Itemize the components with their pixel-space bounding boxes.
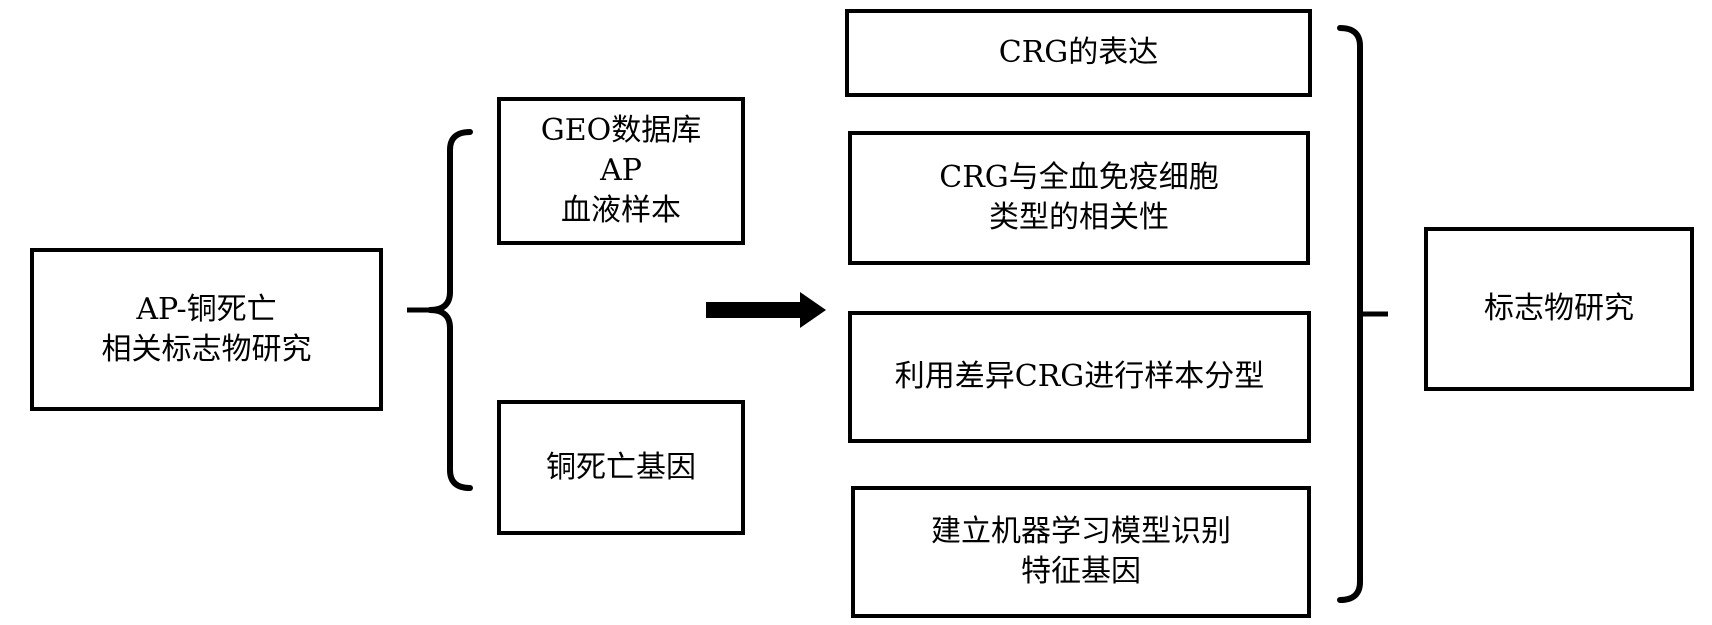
analysis-4-line-2: 特征基因 — [1021, 554, 1141, 589]
root-box: AP-铜死亡 相关标志物研究 — [30, 248, 383, 411]
analysis-2-line-2: 类型的相关性 — [989, 200, 1169, 235]
arrow-right-icon — [706, 292, 826, 328]
input-box-geo: GEO数据库 AP 血液样本 — [497, 97, 745, 245]
right-bracket — [1337, 25, 1363, 603]
analysis-box-immune-correlation: CRG与全血免疫细胞 类型的相关性 — [848, 131, 1310, 265]
input-geo-line-3: 血液样本 — [561, 193, 681, 228]
root-line-1: AP-铜死亡 — [136, 291, 277, 327]
analysis-2-line-1: CRG与全血免疫细胞 — [939, 160, 1219, 195]
input-geo-line-1: GEO数据库 — [540, 113, 702, 148]
root-line-2: 相关标志物研究 — [101, 331, 312, 367]
analysis-box-sample-subtyping: 利用差异CRG进行样本分型 — [848, 311, 1311, 443]
analysis-box-crg-expression: CRG的表达 — [845, 9, 1312, 97]
analysis-box-machine-learning: 建立机器学习模型识别 特征基因 — [851, 486, 1311, 618]
input-geo-line-2: AP — [600, 153, 642, 188]
analysis-1-line-1: CRG的表达 — [998, 35, 1159, 70]
analysis-3-line-1: 利用差异CRG进行样本分型 — [894, 359, 1265, 394]
input-genes-line-1: 铜死亡基因 — [546, 449, 696, 485]
analysis-4-line-1: 建立机器学习模型识别 — [931, 514, 1231, 549]
result-box: 标志物研究 — [1424, 227, 1694, 391]
result-line-1: 标志物研究 — [1484, 291, 1634, 326]
input-box-cuproptosis-genes: 铜死亡基因 — [497, 400, 745, 535]
left-brace — [427, 129, 473, 491]
